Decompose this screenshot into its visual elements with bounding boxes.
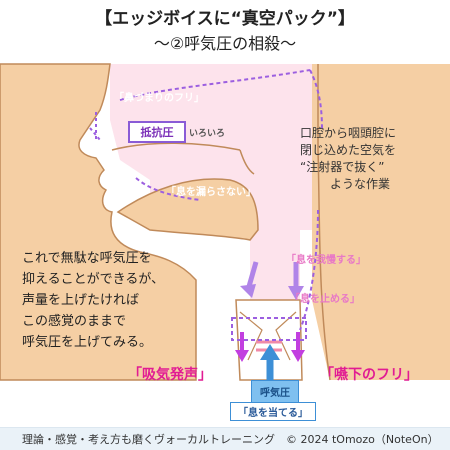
left-note-line: 声量を上げたければ bbox=[22, 293, 140, 308]
airflow-dashed-front bbox=[89, 112, 101, 141]
swallow-label: 「嚥下のフリ」 bbox=[320, 367, 418, 383]
glottis-dashed-box bbox=[231, 317, 307, 341]
stop-breath-label: 「息を止める」 bbox=[290, 294, 360, 305]
right-note-line: “注射器で抜く” bbox=[300, 160, 385, 174]
right-note-line: 閉じ込めた空気を bbox=[300, 143, 397, 157]
pressure-arrow-left bbox=[235, 332, 249, 362]
left-note-line: 抑えることができるが、 bbox=[22, 272, 165, 287]
page-title: 【エッジボイスに“真空パック”】 bbox=[95, 9, 355, 29]
resistance-note: いろいろ bbox=[189, 129, 226, 139]
footer-copyright: © 2024 tOmozo（NoteOn） bbox=[286, 433, 439, 446]
page-subtitle: ～②呼気圧の相殺～ bbox=[153, 34, 297, 53]
tongue bbox=[116, 178, 259, 241]
neck-tissue bbox=[312, 64, 450, 380]
right-note-line: 口腔から咽頭腔に bbox=[300, 126, 397, 140]
left-note-line: 呼気圧を上げてみる。 bbox=[22, 335, 153, 350]
airflow-dashed-nasal bbox=[309, 69, 323, 131]
nasal-label: 「鼻づまりのフリ」 bbox=[114, 93, 204, 104]
footer-tagline: 理論・感覚・考え方も磨くヴォーカルトレーニング bbox=[22, 433, 275, 446]
face-profile bbox=[0, 63, 197, 381]
left-note: これで無駄な呼気圧を 抑えることができるが、 声量を上げたければ この感覚のまま… bbox=[22, 248, 222, 353]
expiratory-arrow bbox=[260, 344, 280, 380]
apply-breath-label: 「息を当てる」 bbox=[230, 402, 316, 421]
airflow-dashed-pharynx bbox=[299, 209, 319, 331]
airflow-dashed-nasal-top bbox=[119, 69, 311, 101]
pressure-arrow-right bbox=[291, 332, 305, 362]
right-note: 口腔から咽頭腔に 閉じ込めた空気を “注射器で抜く” ような作業 bbox=[300, 125, 450, 193]
left-note-line: この感覚のままで bbox=[22, 314, 127, 329]
neck-outline bbox=[317, 64, 331, 381]
resistance-box: 抵抗圧 bbox=[128, 121, 186, 143]
airflow-dashed-mouth bbox=[135, 177, 201, 201]
no-leak-label: 「息を漏らさない」 bbox=[166, 187, 256, 198]
suction-arrow-left bbox=[240, 261, 259, 298]
right-note-line: ような作業 bbox=[330, 177, 391, 191]
phonation-label: 「吸気発声」 bbox=[128, 367, 212, 383]
expiratory-label: 呼気圧 bbox=[260, 388, 290, 399]
palate bbox=[111, 142, 241, 151]
left-note-line: これで無駄な呼気圧を bbox=[22, 251, 152, 266]
suction-arrow-right bbox=[288, 262, 304, 300]
hold-breath-label: 「息を我慢する」 bbox=[286, 255, 366, 266]
footer-bar bbox=[0, 428, 450, 450]
uvula bbox=[239, 149, 255, 175]
